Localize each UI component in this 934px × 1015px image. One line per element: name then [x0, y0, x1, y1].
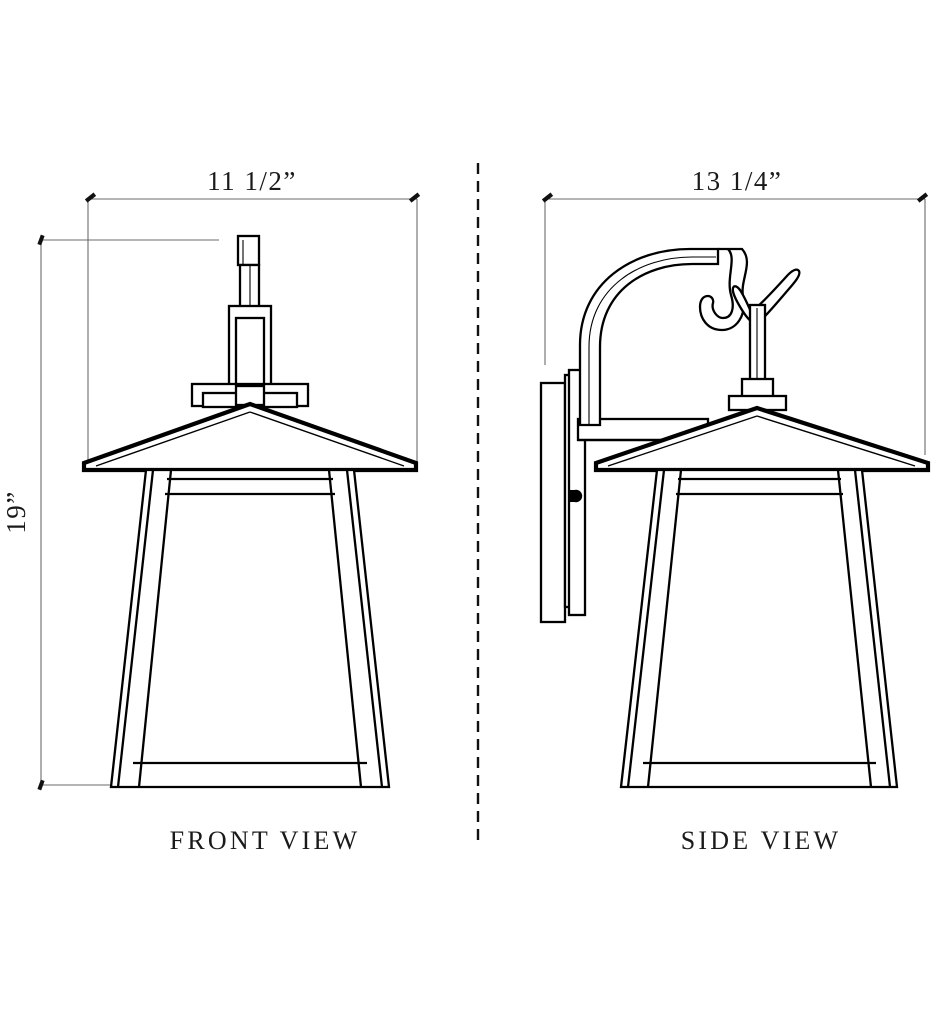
side-decorative-hook-finial — [698, 247, 801, 332]
side-curved-scroll-arm — [578, 247, 720, 427]
front-height-dimension-label: 19” — [1, 490, 31, 533]
side-wall-backplate — [539, 368, 587, 624]
front-view-group: FRONT VIEW 11 1/2” 19” — [1, 166, 421, 855]
side-depth-dimension — [541, 192, 929, 455]
side-depth-dimension-label: 13 1/4” — [692, 166, 783, 196]
front-tapered-body — [109, 468, 391, 789]
front-upper-band — [165, 477, 335, 496]
side-view-label: SIDE VIEW — [681, 826, 841, 855]
front-stepped-cap-bracket — [190, 304, 310, 409]
side-upper-band — [676, 477, 843, 496]
side-view-group: SIDE VIEW 13 1/4” — [539, 166, 931, 855]
front-width-dimension — [84, 192, 421, 470]
front-view-label: FRONT VIEW — [170, 826, 361, 855]
front-pyramid-shade — [81, 401, 419, 473]
side-tapered-body — [619, 468, 899, 789]
front-height-dimension — [37, 234, 276, 791]
front-width-dimension-label: 11 1/2” — [207, 166, 297, 196]
